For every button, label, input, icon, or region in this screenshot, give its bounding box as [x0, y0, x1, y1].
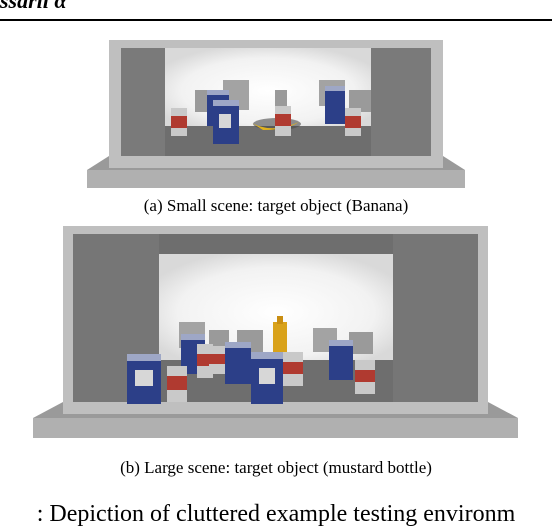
blue-can [251, 352, 283, 404]
blue-can [325, 86, 345, 124]
red-can [167, 366, 187, 402]
red-can [355, 360, 375, 394]
blue-can [213, 100, 239, 144]
red-can [275, 106, 291, 136]
header-rule [0, 19, 552, 21]
blue-can [225, 342, 251, 384]
red-can [345, 108, 361, 136]
blue-can [127, 354, 161, 404]
red-can [283, 352, 303, 386]
red-can [171, 108, 187, 136]
main-caption-fragment: : Depiction of cluttered example testing… [36, 501, 516, 527]
figure-a-caption: (a) Small scene: target object (Banana) [143, 196, 409, 215]
figure-a-small-scene [87, 40, 465, 188]
blue-can [329, 340, 353, 380]
figure-b-large-scene [33, 226, 518, 438]
page-header-fragment: ssarii α [0, 0, 67, 13]
mustard-bottle [273, 316, 287, 356]
red-can [209, 346, 225, 374]
figure-b-caption: (b) Large scene: target object (mustard … [120, 458, 432, 477]
